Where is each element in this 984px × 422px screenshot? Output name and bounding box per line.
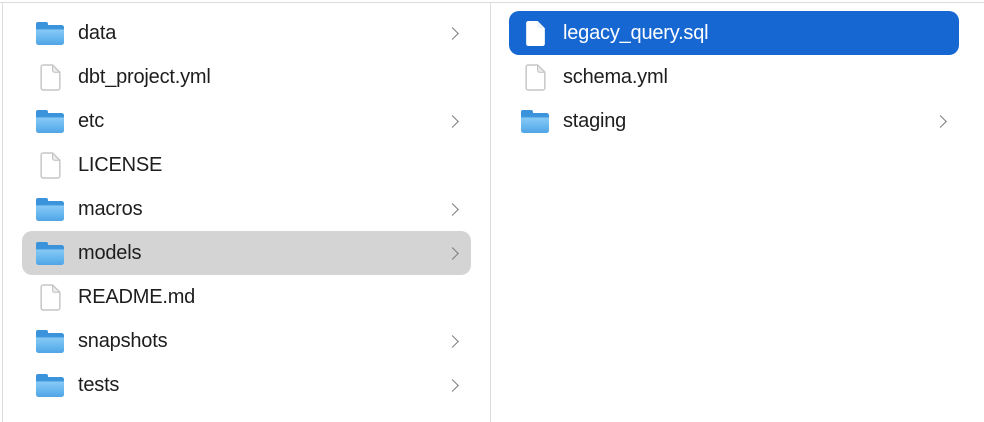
folder-icon [36, 19, 64, 47]
column-item-models-selected[interactable]: models [22, 231, 471, 275]
item-label: LICENSE [78, 153, 163, 176]
item-label: data [78, 21, 117, 44]
column-item-snapshots[interactable]: snapshots [22, 319, 471, 363]
item-label: macros [78, 197, 143, 220]
column-item-data[interactable]: data [22, 11, 471, 55]
item-label: dbt_project.yml [78, 65, 211, 88]
folder-icon [36, 195, 64, 223]
finder-column-view: data dbt_project.yml etc [3, 3, 984, 422]
window-top-border [0, 2, 984, 3]
document-icon [36, 283, 64, 311]
folder-icon [36, 327, 64, 355]
item-label: etc [78, 109, 105, 132]
column-item-schema-yml[interactable]: schema.yml [509, 55, 959, 99]
item-label: README.md [78, 285, 196, 308]
folder-icon [36, 371, 64, 399]
item-label: tests [78, 373, 120, 396]
document-icon [36, 151, 64, 179]
folder-icon [36, 107, 64, 135]
chevron-right-icon [446, 202, 459, 216]
chevron-right-icon [446, 378, 459, 392]
column-item-staging[interactable]: staging [509, 99, 959, 143]
chevron-right-icon [446, 246, 459, 260]
item-label: staging [563, 109, 627, 132]
item-label: snapshots [78, 329, 168, 352]
column-item-dbt-project-yml[interactable]: dbt_project.yml [22, 55, 471, 99]
column-item-tests[interactable]: tests [22, 363, 471, 407]
chevron-right-icon [934, 114, 947, 128]
item-label: legacy_query.sql [563, 21, 709, 44]
column-item-license[interactable]: LICENSE [22, 143, 471, 187]
column-item-legacy-query-sql-selected[interactable]: legacy_query.sql [509, 11, 959, 55]
column-item-macros[interactable]: macros [22, 187, 471, 231]
item-label: models [78, 241, 142, 264]
document-icon [36, 63, 64, 91]
document-icon [521, 19, 549, 47]
finder-column-right: legacy_query.sql schema.yml staging [491, 3, 984, 422]
folder-icon [521, 107, 549, 135]
document-icon [521, 63, 549, 91]
finder-column-left: data dbt_project.yml etc [3, 3, 491, 422]
chevron-right-icon [446, 26, 459, 40]
chevron-right-icon [446, 114, 459, 128]
column-item-readme-md[interactable]: README.md [22, 275, 471, 319]
folder-icon [36, 239, 64, 267]
chevron-right-icon [446, 334, 459, 348]
column-item-etc[interactable]: etc [22, 99, 471, 143]
item-label: schema.yml [563, 65, 668, 88]
window-left-border [2, 2, 3, 422]
